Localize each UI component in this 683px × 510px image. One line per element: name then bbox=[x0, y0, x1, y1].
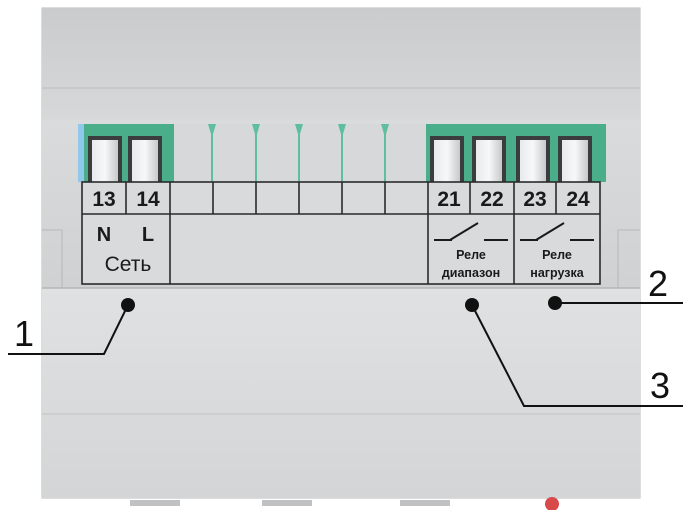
terminal-22-label: 22 bbox=[480, 188, 503, 211]
relay-range-symbol bbox=[434, 222, 508, 241]
terminal-24-label: 24 bbox=[566, 188, 590, 211]
terminal-23-label: 23 bbox=[523, 188, 546, 211]
screw-23 bbox=[516, 136, 550, 182]
relay-range-line2: диапазон bbox=[442, 266, 500, 280]
screw-24 bbox=[558, 136, 592, 182]
callout-1: 1 bbox=[8, 298, 135, 355]
red-indicator bbox=[545, 497, 559, 510]
callout-1-dot bbox=[121, 298, 135, 312]
terminal-21-label: 21 bbox=[437, 188, 461, 211]
network-labels: N L Сеть bbox=[97, 224, 154, 276]
screw-13 bbox=[88, 136, 122, 182]
screw-22 bbox=[472, 136, 506, 182]
terminal-numbers: 13 14 21 22 23 24 bbox=[92, 188, 590, 211]
terminal-13-label: 13 bbox=[92, 188, 115, 211]
relay-labels: Реле диапазон Реле нагрузка bbox=[442, 248, 585, 280]
screw-14 bbox=[128, 136, 162, 182]
bottom-details bbox=[130, 497, 559, 510]
relay-range-line1: Реле bbox=[456, 248, 486, 262]
callout-3: 3 bbox=[465, 298, 683, 407]
relay-load-line2: нагрузка bbox=[530, 266, 584, 280]
neutral-label: N bbox=[97, 224, 111, 246]
callout-2: 2 bbox=[548, 263, 683, 310]
callout-3-number: 3 bbox=[650, 365, 670, 406]
terminal-14-label: 14 bbox=[136, 188, 160, 211]
relay-load-symbol bbox=[520, 222, 594, 241]
line-label: L bbox=[142, 224, 154, 246]
label-panel bbox=[81, 181, 601, 285]
callout-1-number: 1 bbox=[14, 313, 34, 354]
relay-load-line1: Реле bbox=[542, 248, 572, 262]
screw-21 bbox=[430, 136, 464, 182]
screw-terminals bbox=[88, 136, 592, 182]
terminal-teeth bbox=[208, 124, 389, 182]
network-label: Сеть bbox=[105, 253, 152, 276]
callout-2-number: 2 bbox=[648, 263, 668, 304]
